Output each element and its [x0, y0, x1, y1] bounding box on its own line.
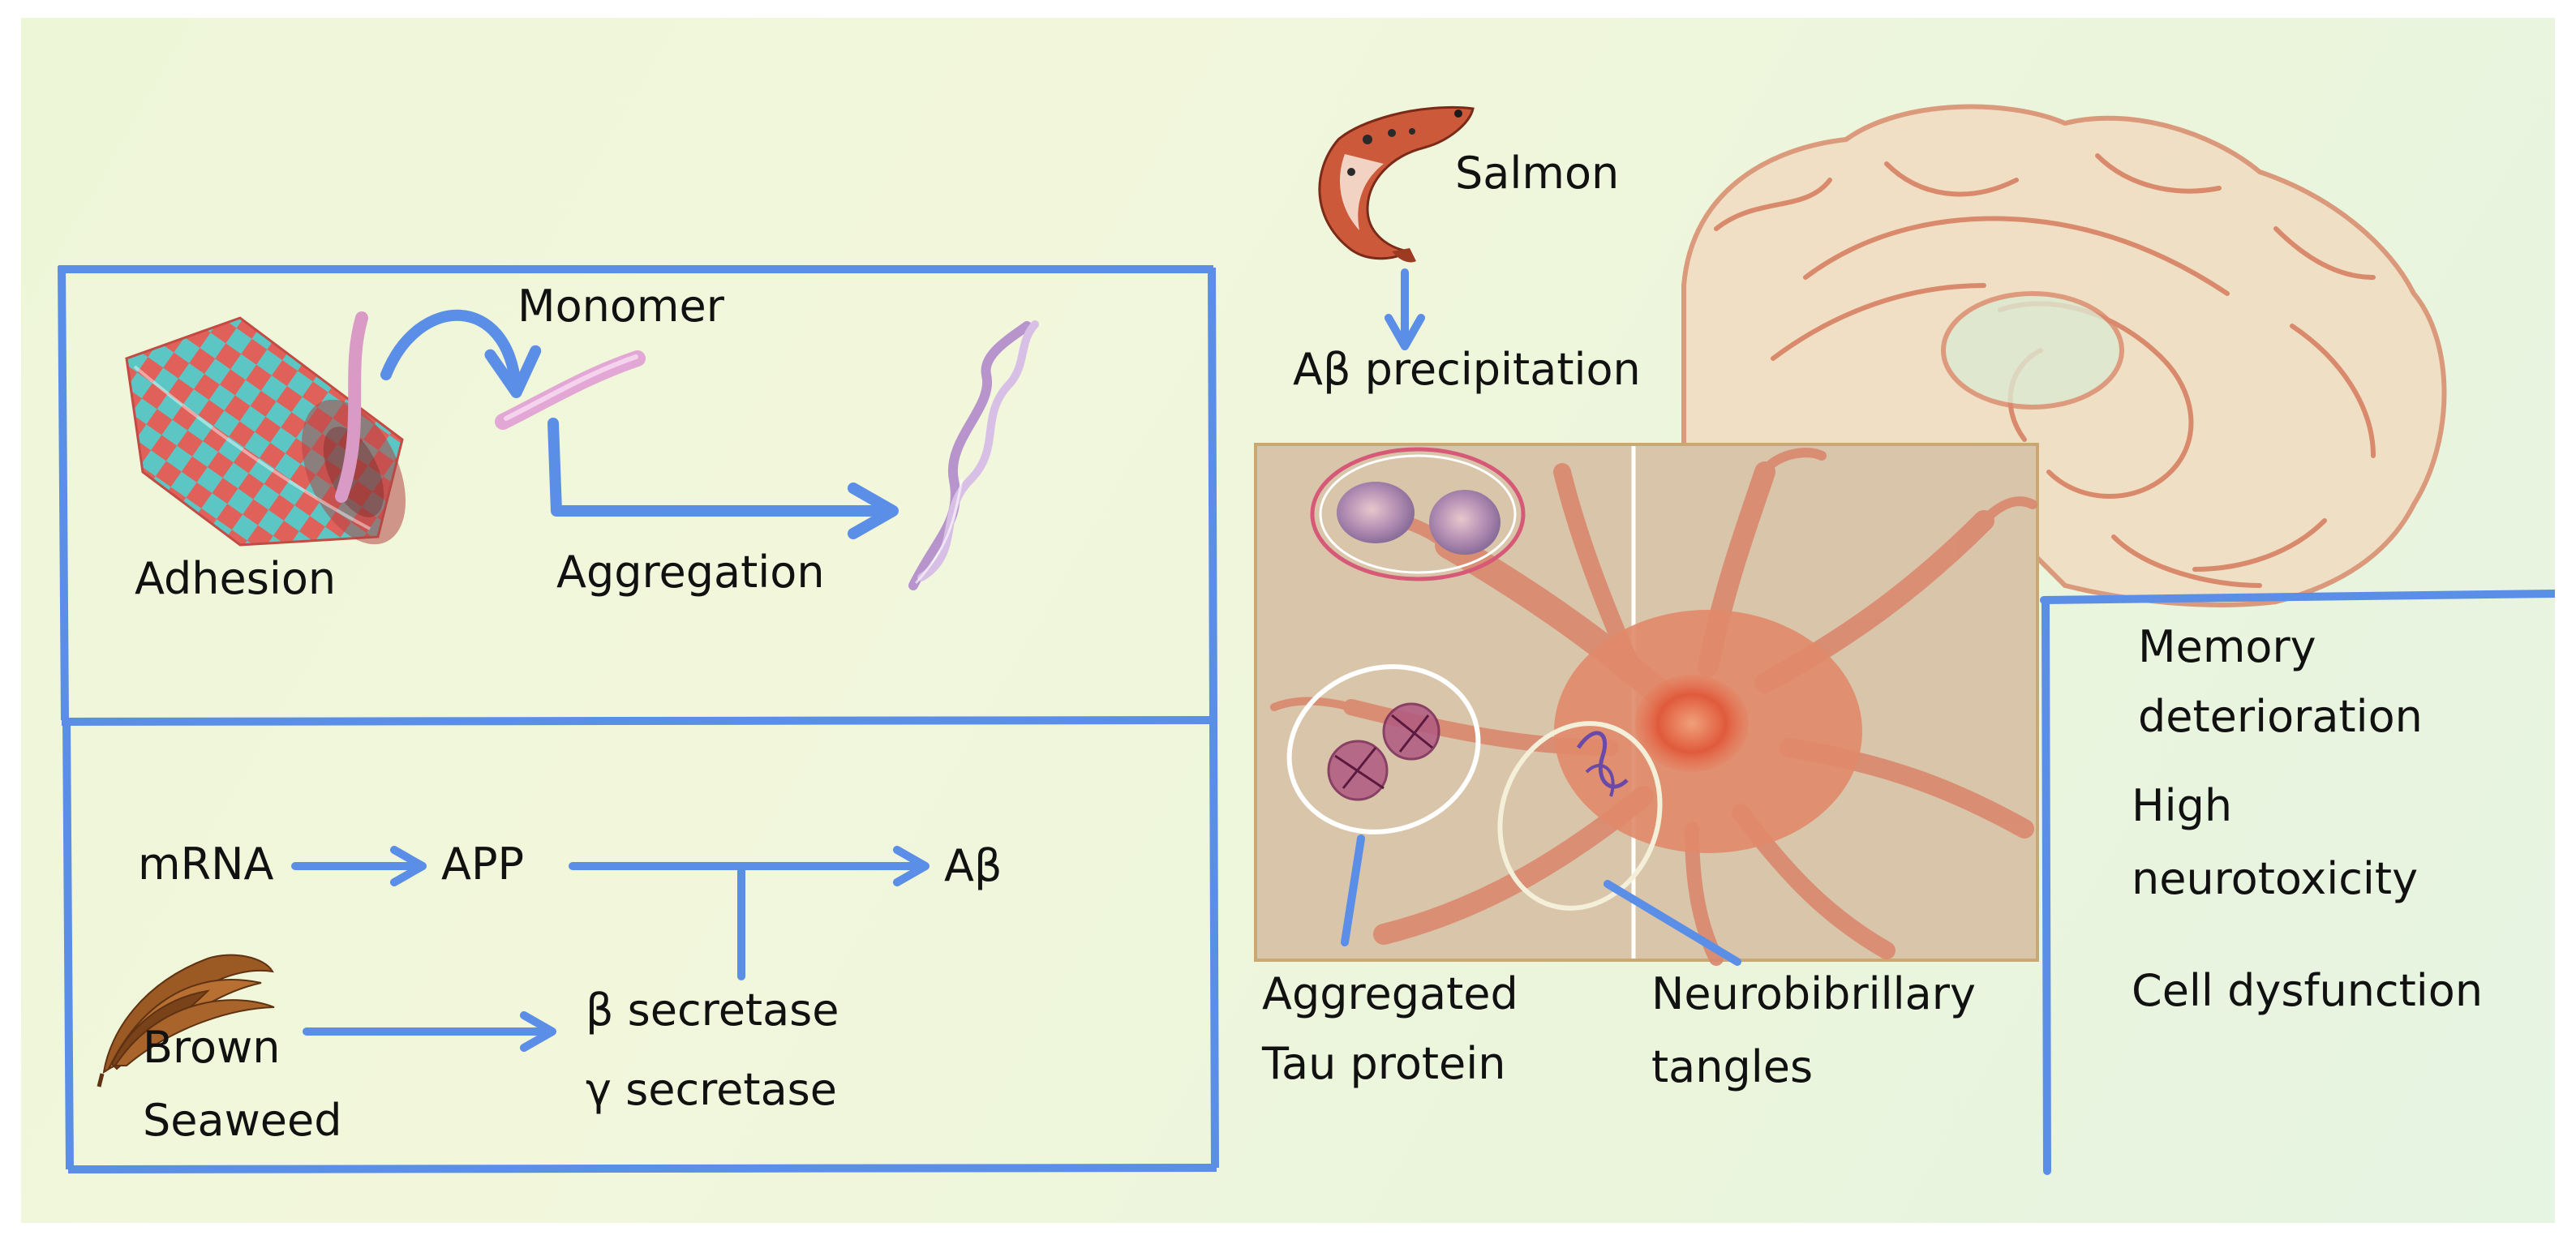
tangles-label-line2: tangles: [1651, 1041, 1814, 1092]
aggregated-tau-label-line1: Aggregated: [1262, 968, 1518, 1019]
beta-secretase-label: β secretase: [586, 984, 839, 1036]
tau-highlight: [1286, 664, 1481, 834]
aggregation-label: Aggregation: [556, 547, 825, 598]
monomer-label: Monomer: [517, 281, 724, 332]
tangle-pointer: [1604, 880, 1741, 966]
adhesion-label: Adhesion: [135, 553, 337, 604]
fibril-icon: [908, 320, 1039, 590]
app-label: APP: [441, 839, 525, 890]
outcome-bracket: [2040, 590, 2555, 1175]
diagram-canvas: Monomer Adhesion Aggregation mRNA APP Aβ…: [21, 18, 2555, 1223]
brown-seaweed-label-line1: Brown: [143, 1022, 281, 1073]
tangles-label-line1: Neurobibrillary: [1651, 968, 1976, 1019]
neuron-icon: [1254, 443, 2039, 966]
memory-label-line2: deterioration: [2138, 691, 2423, 742]
aggregation-arrow: [547, 418, 899, 539]
tau-pointer: [1341, 834, 1365, 946]
neurotoxicity-label-line1: High: [2132, 780, 2233, 831]
memory-label-line1: Memory: [2138, 621, 2316, 672]
brown-seaweed-label-line2: Seaweed: [143, 1095, 342, 1146]
mrna-label: mRNA: [138, 839, 274, 890]
aggregated-tau-label-line2: Tau protein: [1262, 1038, 1506, 1089]
neurotoxicity-label-line2: neurotoxicity: [2132, 853, 2419, 904]
diagram-artwork: [58, 104, 2555, 1175]
nanotube-icon: [125, 311, 406, 547]
brown-seaweed-icon: [97, 954, 275, 1087]
brain-icon: [1681, 104, 2447, 607]
cell-dysfunction-label: Cell dysfunction: [2132, 965, 2484, 1016]
salmon-icon: [1318, 105, 1475, 263]
plaque-highlight-inner: [1319, 454, 1517, 574]
release-arrow: [380, 309, 542, 398]
tangle-highlight: [1497, 721, 1663, 911]
abeta-precipitation-label: Aβ precipitation: [1293, 344, 1641, 395]
abeta-label: Aβ: [944, 840, 1002, 891]
plaque-highlight: [1310, 447, 1526, 581]
salmon-label: Salmon: [1455, 148, 1620, 199]
bottom-panel-frame: [62, 719, 1219, 1173]
gamma-secretase-label: γ secretase: [586, 1064, 838, 1115]
top-panel-frame: [58, 265, 1217, 726]
